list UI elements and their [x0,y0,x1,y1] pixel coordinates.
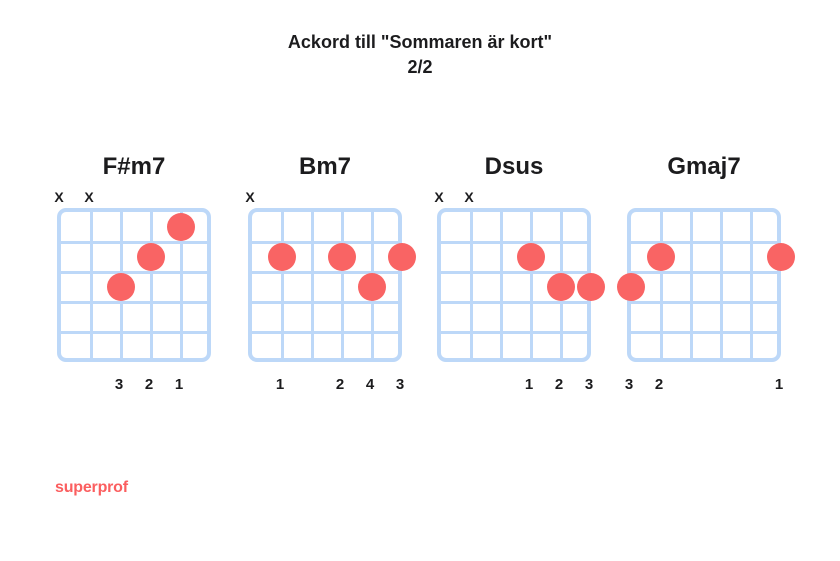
finger-number: 2 [144,376,154,393]
fret-line [61,300,207,304]
fret-line [441,300,587,304]
chord-diagram-gmaj7: Gmaj7 3 2 1 [617,150,795,400]
superprof-logo: superprof [55,479,128,496]
string-line [659,212,663,358]
fret-line [631,270,777,274]
string-line [529,212,533,358]
string-line [689,212,693,358]
string-line [469,212,473,358]
muted-string-marker: X [245,189,255,205]
finger-number: 2 [554,376,564,393]
finger-number: 1 [275,376,285,393]
finger-number: 4 [365,376,375,393]
string-line [749,212,753,358]
fret-line [252,270,398,274]
finger-number: 2 [654,376,664,393]
finger-dot [107,273,135,301]
finger-number: 2 [335,376,345,393]
string-line [719,212,723,358]
finger-dot [268,243,296,271]
finger-dot [328,243,356,271]
muted-string-marker: X [54,189,64,205]
finger-number: 3 [624,376,634,393]
fretboard-grid [248,208,416,362]
page-title: Ackord till "Sommaren är kort" [287,32,553,52]
finger-dot [358,273,386,301]
finger-dot [547,273,575,301]
fret-line [631,240,777,244]
fret-line [441,330,587,334]
finger-numbers-row: 3 2 1 [625,376,783,394]
finger-number: 3 [584,376,594,393]
fret-line [61,270,207,274]
string-line [280,212,284,358]
fret-line [631,330,777,334]
finger-numbers-row: 3 2 1 [57,376,211,394]
finger-numbers-row: 1 2 4 3 [248,376,404,394]
muted-strings-row: X [245,188,402,206]
fret-line [252,330,398,334]
finger-number: 3 [395,376,405,393]
fretboard-grid [617,208,795,362]
fretboard-grid [437,208,605,362]
fretboard-grid [57,208,211,362]
finger-number: 1 [524,376,534,393]
finger-dot [388,243,416,271]
finger-number: 1 [174,376,184,393]
string-line [179,212,183,358]
muted-string-marker: X [434,189,444,205]
finger-number: 1 [774,376,784,393]
fret-line [631,300,777,304]
fret-line [441,240,587,244]
string-line [89,212,93,358]
page-indicator: 2/2 [407,57,433,77]
finger-dot [767,243,795,271]
muted-string-marker: X [464,189,474,205]
string-line [149,212,153,358]
string-line [499,212,503,358]
header: Ackord till "Sommaren är kort" 2/2 [0,30,840,80]
finger-number: 3 [114,376,124,393]
finger-dot [517,243,545,271]
fret-line [441,270,587,274]
chord-name: F#m7 [102,153,166,180]
fret-line [61,330,207,334]
finger-dot [647,243,675,271]
chord-name: Dsus [484,153,544,180]
chord-name: Gmaj7 [667,153,741,180]
fret-line [252,300,398,304]
muted-strings-row [627,188,781,206]
string-line [310,212,314,358]
muted-string-marker: X [84,189,94,205]
chord-diagram-bm7: Bm7 X 1 2 4 3 [245,150,416,400]
fret-line [61,240,207,244]
finger-dot [137,243,165,271]
finger-dot [577,273,605,301]
chord-name: Bm7 [298,153,352,180]
fret-line [252,240,398,244]
string-line [340,212,344,358]
finger-numbers-row: 1 2 3 [437,376,593,394]
finger-dot [617,273,645,301]
finger-dot [167,213,195,241]
